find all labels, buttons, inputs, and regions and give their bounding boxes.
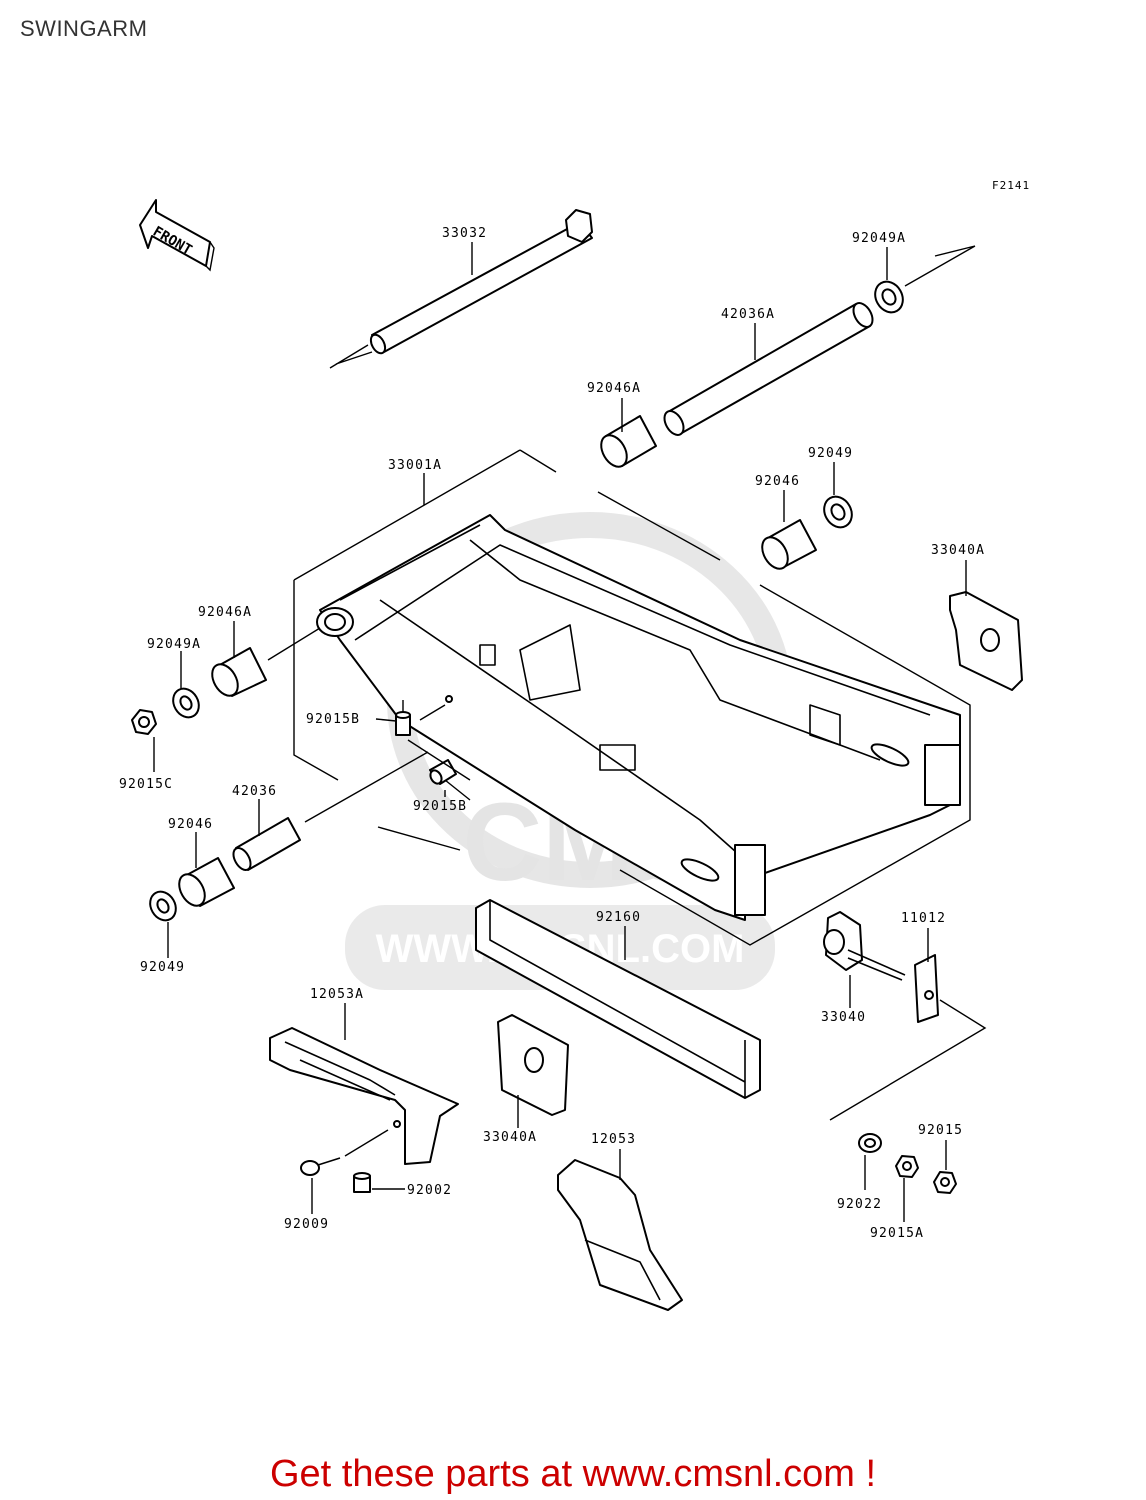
label-92009: 92009 — [284, 1217, 329, 1232]
adjuster-plate-right — [949, 591, 1023, 691]
label-92049A-top: 92049A — [852, 231, 906, 246]
label-12053: 12053 — [591, 1132, 636, 1147]
part-labels: 33032 92049A 42036A 92046A 33001A 92049 … — [119, 226, 985, 1241]
nut-92015 — [933, 1171, 957, 1194]
figure-code: F2141 — [992, 179, 1030, 192]
page-title: SWINGARM — [20, 16, 148, 41]
nut-92015A — [895, 1155, 919, 1178]
bearing-right — [761, 519, 817, 570]
washer-92022 — [858, 1133, 882, 1153]
label-92046-top: 92046 — [755, 474, 800, 489]
chain-guide — [269, 1027, 459, 1165]
seal-top-right — [874, 280, 904, 314]
label-92049A-left: 92049A — [147, 637, 201, 652]
label-92015A: 92015A — [870, 1226, 924, 1241]
bolt-92009 — [300, 1157, 341, 1176]
sleeve-top — [663, 302, 874, 436]
label-33040A-right: 33040A — [931, 543, 985, 558]
grease-nipple-upper — [395, 711, 411, 736]
chain-adjuster — [823, 911, 939, 1023]
adjuster-plate-bottom — [497, 1014, 569, 1116]
pivot-shaft — [329, 209, 593, 369]
label-42036: 42036 — [232, 784, 277, 799]
label-92049-top: 92049 — [808, 446, 853, 461]
label-33040: 33040 — [821, 1010, 866, 1025]
label-92015C: 92015C — [119, 777, 173, 792]
sleeve-left — [232, 817, 301, 871]
label-33032: 33032 — [442, 226, 487, 241]
label-92015B-upper: 92015B — [306, 712, 360, 727]
label-12053A: 12053A — [310, 987, 364, 1002]
front-arrow-icon: FRONT — [139, 199, 215, 272]
chain-slider — [475, 899, 761, 1099]
seal-left-lower — [149, 890, 177, 922]
promo-link[interactable]: Get these parts at www.cmsnl.com ! — [269, 1453, 877, 1495]
label-92160: 92160 — [596, 910, 641, 925]
bearing-top — [600, 415, 657, 468]
label-92046A-left: 92046A — [198, 605, 252, 620]
grease-nipple-lower — [429, 759, 457, 785]
seal-right — [823, 495, 853, 529]
bearing-left-lower — [178, 857, 235, 907]
label-92015: 92015 — [918, 1123, 963, 1138]
bearing-left-upper — [211, 647, 267, 697]
label-92049-left: 92049 — [140, 960, 185, 975]
label-33040A-bottom: 33040A — [483, 1130, 537, 1145]
leader-lines — [153, 242, 967, 1222]
label-92046A-top: 92046A — [587, 381, 641, 396]
chain-case — [557, 1159, 683, 1311]
swingarm — [316, 514, 961, 921]
label-92002: 92002 — [407, 1183, 452, 1198]
label-42036A: 42036A — [721, 307, 775, 322]
screw-92002 — [353, 1172, 371, 1193]
seal-left-upper — [172, 687, 200, 719]
label-33001A: 33001A — [388, 458, 442, 473]
label-92015B-lower: 92015B — [413, 799, 467, 814]
label-92046-left: 92046 — [168, 817, 213, 832]
label-11012: 11012 — [901, 911, 946, 926]
nut-left — [131, 709, 157, 735]
label-92022: 92022 — [837, 1197, 882, 1212]
